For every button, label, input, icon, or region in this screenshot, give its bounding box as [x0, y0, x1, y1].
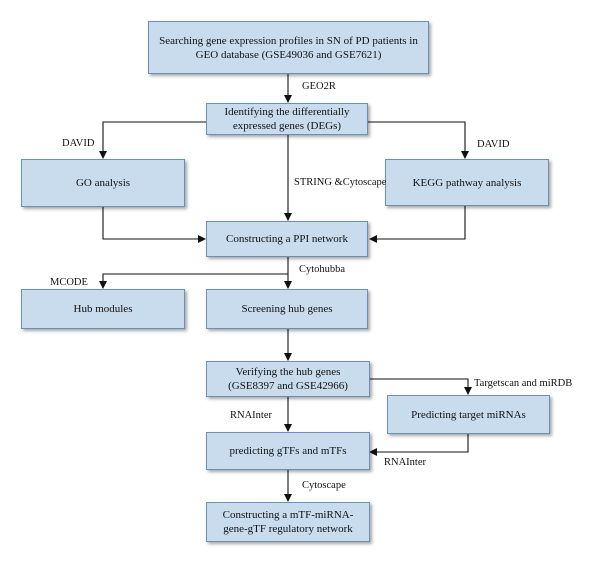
- label-david-left: DAVID: [62, 138, 95, 149]
- label-cytoscape: Cytoscape: [302, 480, 346, 491]
- arrow-ppi-to-hub-modules: [99, 273, 288, 289]
- label-mcode: MCODE: [50, 277, 88, 288]
- node-predict-target-mirnas: Predicting target miRNAs: [387, 395, 550, 434]
- arrow-kegg-to-ppi: [369, 206, 466, 243]
- label-cytohubba: Cytohubba: [299, 264, 346, 275]
- label-rnainter-left: RNAInter: [230, 410, 272, 421]
- label-rnainter-right: RNAInter: [384, 457, 426, 468]
- label-string-cytoscape: STRING &Cytoscape: [294, 177, 387, 188]
- arrow-target-to-gtfs: [369, 434, 469, 456]
- node-construct-ppi: Constructing a PPI network: [206, 221, 368, 257]
- arrow-degs-to-go: [99, 121, 206, 159]
- node-predict-gtfs-mtfs: predicting gTFs and mTFs: [206, 432, 370, 470]
- node-go-analysis: GO analysis: [21, 159, 185, 207]
- node-regulatory-network: Constructing a mTF-miRNA-gene-gTF regula…: [206, 502, 370, 542]
- label-david-right: DAVID: [477, 139, 510, 150]
- arrow-degs-to-kegg: [368, 121, 469, 159]
- label-geo2r: GEO2R: [302, 81, 336, 92]
- node-verify-hub-genes: Verifying the hub genes (GSE8397 and GSE…: [206, 361, 370, 397]
- node-kegg-analysis: KEGG pathway analysis: [385, 159, 549, 206]
- arrow-verify-to-target: [370, 378, 472, 395]
- arrow-go-to-ppi: [102, 207, 206, 243]
- node-identify-degs: Identifying the differentially expressed…: [206, 103, 368, 135]
- label-targetscan-mirdb: Targetscan and miRDB: [474, 378, 573, 389]
- node-hub-modules: Hub modules: [21, 289, 185, 329]
- node-search-geo: Searching gene expression profiles in SN…: [148, 21, 429, 74]
- node-screening-hub-genes: Screening hub genes: [206, 289, 368, 329]
